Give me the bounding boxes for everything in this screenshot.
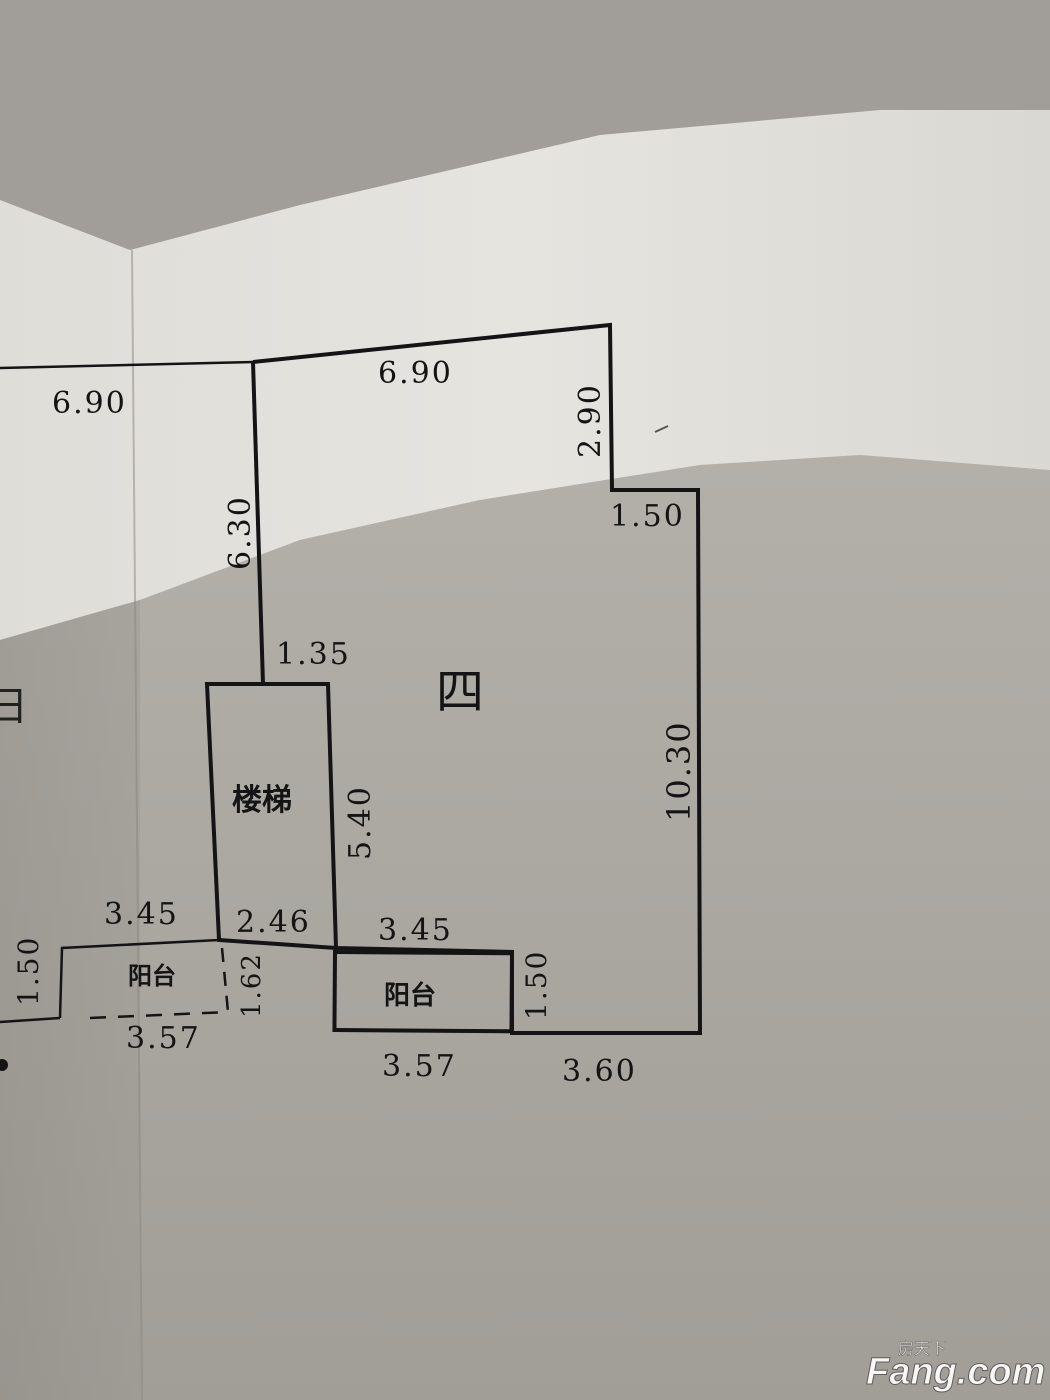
left-partial-char: 日 [0,684,28,730]
balcony-outline [332,949,515,1034]
dim-top-left-partial: 6.90 [52,386,127,421]
left-edge-line [0,1016,61,1024]
left-balcony-label: 阳台 [128,961,176,990]
watermark: 房天下 Fang.com [866,1339,1046,1394]
paper-lit-area [0,110,1050,640]
dim-bottom-right: 3.60 [562,1054,637,1089]
left-balcony-dashed-bottom [89,1010,229,1020]
stairs-label: 楼梯 [232,783,292,818]
dim-stairs-right: 5.40 [343,785,378,860]
balcony-label: 阳台 [384,980,436,1011]
room-label: 四 [436,664,484,720]
left-page-shadow [0,600,140,1400]
dim-left-edge: 1.50 [12,936,45,1006]
dim-right-upper: 2.90 [573,383,608,458]
pen-mark [654,425,669,433]
dim-left-upper: 6.30 [223,495,258,570]
dim-left-balcony-bottom: 3.57 [126,1021,201,1056]
dim-stairs-bottom: 2.46 [236,905,311,940]
left-balcony-dashed-side [220,947,230,1013]
dim-left-balcony-depth: 1.62 [237,952,267,1018]
dim-notch: 1.35 [276,637,351,672]
left-plan-top-wall [0,360,254,370]
watermark-chinese: 房天下 [898,1339,946,1358]
dim-balcony-right: 1.50 [520,950,553,1020]
dim-right-long: 10.30 [660,720,698,822]
dark-top-band [0,0,1050,250]
paper-shadow-area [0,455,1050,1400]
dim-balcony-top: 3.45 [378,913,453,948]
left-balcony-outline [58,938,337,1019]
page-fold [131,249,143,1400]
dim-balcony-bottom: 3.57 [382,1049,457,1084]
dim-left-balcony-top: 3.45 [104,897,179,932]
watermark-brand: Fang.com [866,1351,1045,1393]
dim-step-horizontal: 1.50 [610,499,685,534]
left-edge-dot [0,1059,8,1071]
dim-top-inner: 6.90 [378,356,453,391]
